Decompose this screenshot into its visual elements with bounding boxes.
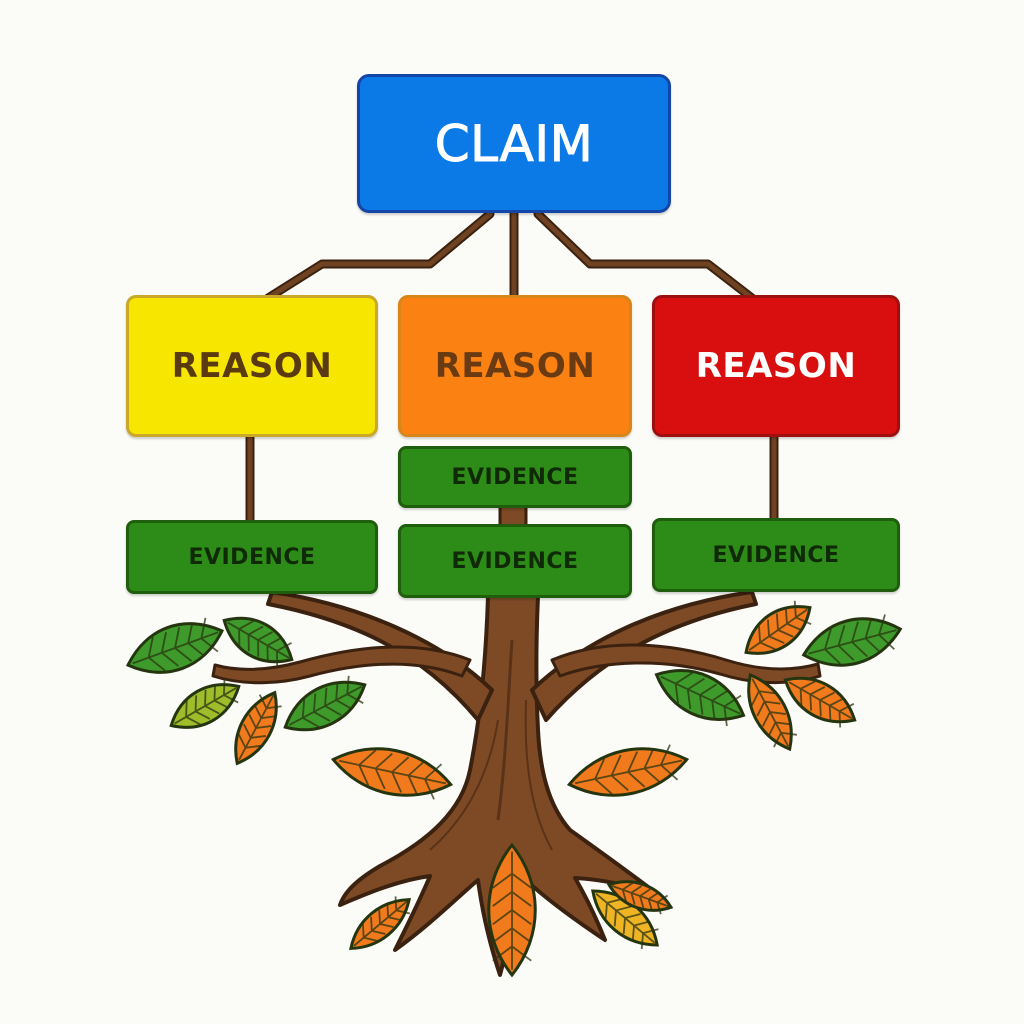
leaf	[487, 842, 537, 978]
leaf	[606, 880, 674, 915]
leaf	[169, 678, 241, 729]
leaf	[744, 600, 812, 655]
reason-label: REASON	[434, 346, 596, 386]
evidence-box-middle-upper: EVIDENCE	[398, 446, 632, 508]
leaf	[801, 614, 903, 667]
tree-trunk	[211, 498, 822, 977]
evidence-label: EVIDENCE	[451, 464, 579, 490]
connector-lines-inner	[247, 211, 777, 525]
leaf	[566, 744, 690, 797]
leaf	[654, 669, 746, 727]
evidence-label: EVIDENCE	[712, 542, 840, 568]
evidence-box-right: EVIDENCE	[652, 518, 900, 592]
reason-box-red: REASON	[652, 295, 900, 437]
leaves	[125, 600, 903, 978]
leaf	[283, 675, 367, 732]
reason-box-orange: REASON	[398, 295, 632, 437]
reason-box-yellow: REASON	[126, 295, 378, 437]
reason-label: REASON	[171, 346, 333, 386]
evidence-box-left: EVIDENCE	[126, 520, 378, 594]
evidence-label: EVIDENCE	[188, 544, 316, 570]
leaf	[125, 617, 225, 674]
claim-label: CLAIM	[434, 114, 594, 173]
leaf	[349, 896, 411, 950]
leaf	[330, 747, 454, 800]
leaf	[234, 690, 282, 766]
claim-box: CLAIM	[357, 74, 671, 213]
evidence-label: EVIDENCE	[451, 548, 579, 574]
leaf	[222, 616, 294, 668]
evidence-box-middle-lower: EVIDENCE	[398, 524, 632, 598]
reason-label: REASON	[695, 346, 857, 386]
leaf	[783, 676, 857, 728]
leaf	[747, 672, 797, 752]
